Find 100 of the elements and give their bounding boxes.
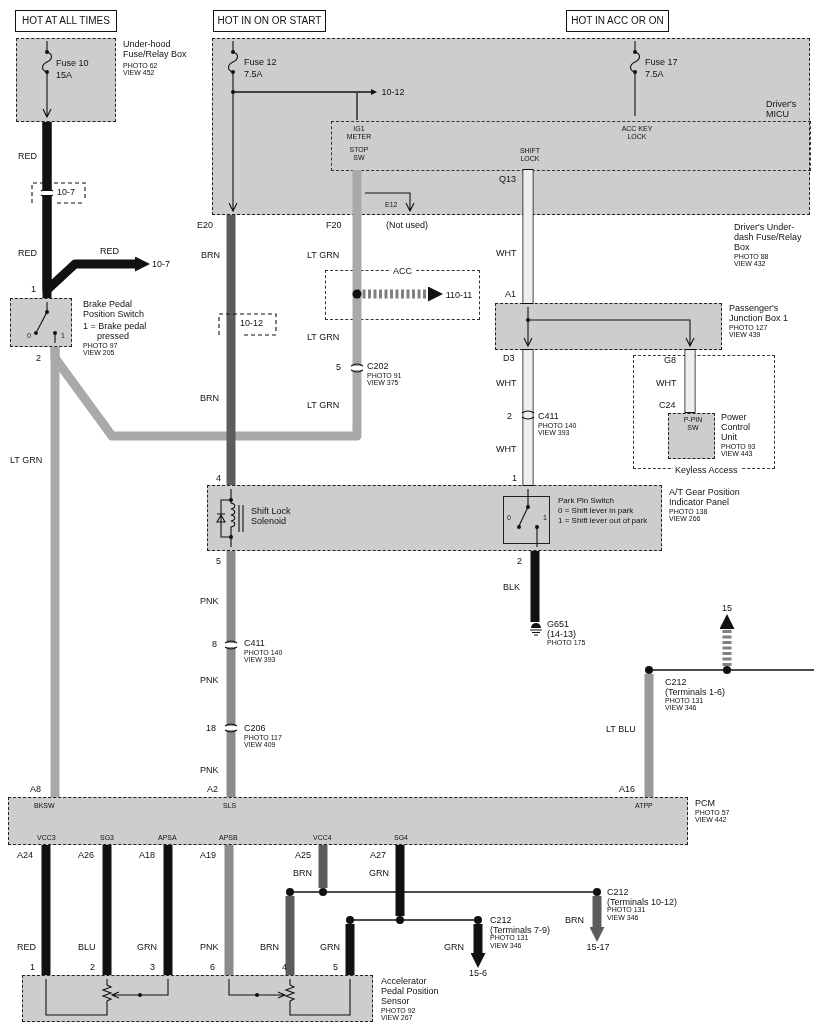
off-page-reference: 10-7	[150, 259, 172, 270]
wire-color: LT BLU	[606, 724, 636, 734]
pin-number: F20	[326, 220, 342, 230]
pin-number: 1	[512, 473, 517, 483]
wire-color: BRN	[293, 868, 312, 878]
wire-color: WHT	[496, 378, 517, 388]
wire-color: BRN	[201, 250, 220, 260]
connector-number: C206	[244, 723, 266, 733]
pin-number: 4	[216, 473, 221, 483]
switch-state-note: 0 = Shift lever in park	[558, 506, 634, 516]
pin-number: 5	[216, 556, 221, 566]
wire-color: PNK	[200, 942, 219, 952]
wire	[318, 845, 328, 888]
wire-color: WHT	[496, 444, 517, 454]
pin-number: 18	[206, 723, 216, 733]
pin-number: C24	[659, 400, 676, 410]
off-page-reference: 15-6	[466, 968, 490, 979]
terminal-range: (Terminals 10-12)	[607, 897, 678, 907]
connector-number: C202	[367, 361, 389, 371]
component-name: Brake Pedal Position Switch	[83, 299, 146, 319]
wire-color: GRN	[444, 942, 464, 952]
wire-color: RED	[18, 248, 37, 258]
terminal-range: (Terminals 1-6)	[665, 687, 725, 697]
pin-number: 8	[212, 639, 217, 649]
component-name: Under-hood Fuse/Relay Box	[123, 39, 188, 59]
wire	[523, 350, 533, 485]
fuse-label: Fuse 17	[645, 57, 678, 67]
wire	[285, 896, 295, 975]
wire	[644, 674, 654, 797]
wire-color: GRN	[137, 942, 157, 952]
wire-color: LT GRN	[10, 455, 43, 465]
connector-number: C411	[244, 638, 265, 648]
wire	[345, 924, 355, 975]
pin-number: 2	[507, 411, 512, 421]
group-label: Keyless Access	[673, 465, 740, 475]
wire-color: GRN	[369, 868, 389, 878]
off-page-reference: 110-11	[444, 290, 474, 301]
component-name: Driver's MICU	[766, 99, 798, 119]
ground-name: G651	[547, 619, 570, 629]
wire	[685, 350, 695, 412]
off-page-reference: 15	[721, 603, 733, 614]
power-condition-header: HOT IN ACC OR ON	[566, 10, 669, 32]
wire-color: BLK	[503, 582, 520, 592]
fuse-rating: 7.5A	[645, 69, 664, 79]
group-label: ACC	[391, 266, 414, 276]
wire	[41, 845, 51, 975]
pin-number: E20	[197, 220, 213, 230]
wire	[50, 347, 60, 797]
wire-color: RED	[100, 246, 119, 256]
wire-color: WHT	[496, 248, 517, 258]
fuse-rating: 7.5A	[244, 69, 263, 79]
wire-color: BRN	[200, 393, 219, 403]
wire	[163, 845, 173, 975]
fuse-label: Fuse 12	[244, 57, 277, 67]
fuse-label: Fuse 10	[56, 58, 89, 68]
wire-color: LT GRN	[307, 400, 340, 410]
connector-number: C411	[538, 411, 559, 421]
pin-number: 5	[336, 362, 341, 372]
reference-number: 10-7	[57, 187, 75, 197]
wire-color: BLU	[78, 942, 96, 952]
power-condition-header: HOT IN ON OR START	[213, 10, 326, 32]
off-page-reference: 10-12	[379, 87, 407, 98]
note: (Not used)	[386, 220, 429, 230]
power-condition-header: HOT AT ALL TIMES	[15, 10, 117, 32]
component-name: A/T Gear Position Indicator Panel	[669, 487, 741, 507]
wire	[523, 170, 533, 303]
wire-arrow	[470, 924, 486, 968]
wire	[226, 551, 236, 797]
switch-state-note: 1 = Brake pedal pressed	[83, 321, 148, 341]
component-name: Driver's Under-dash Fuse/Relay Box	[734, 222, 803, 252]
wire-color: GRN	[320, 942, 340, 952]
wire	[224, 845, 234, 975]
circuit-line	[356, 92, 358, 121]
wire	[530, 551, 540, 622]
wire	[395, 845, 405, 916]
component-name: Passenger's Junction Box 1	[729, 303, 790, 323]
wire-color: LT GRN	[307, 332, 340, 342]
wire-color: BRN	[565, 915, 584, 925]
connector-number: C212	[490, 915, 512, 925]
reference-number: (14-13)	[547, 629, 576, 639]
wire-arrow	[719, 614, 735, 666]
wire-color: WHT	[656, 378, 677, 388]
wire-color: LT GRN	[307, 250, 340, 260]
wire-color: RED	[17, 942, 36, 952]
component-name: Shift Lock Solenoid	[251, 506, 292, 526]
wire-arrow	[589, 896, 605, 942]
wire-color: BRN	[260, 942, 279, 952]
wire-color: PNK	[200, 765, 219, 775]
wire	[102, 845, 112, 975]
wire-color: PNK	[200, 596, 219, 606]
wire-arrow	[42, 122, 150, 295]
pin-number: 4	[282, 962, 287, 972]
pin-number: 2	[517, 556, 522, 566]
wire-color: PNK	[200, 675, 219, 685]
component-name: Accelerator Pedal Position Sensor	[381, 976, 440, 1006]
wire	[226, 215, 236, 485]
component-name: Power Control Unit	[721, 412, 751, 442]
off-page-reference: 15-17	[584, 942, 612, 953]
reference-number: 10-12	[240, 318, 264, 328]
wire-arrow	[232, 89, 377, 95]
